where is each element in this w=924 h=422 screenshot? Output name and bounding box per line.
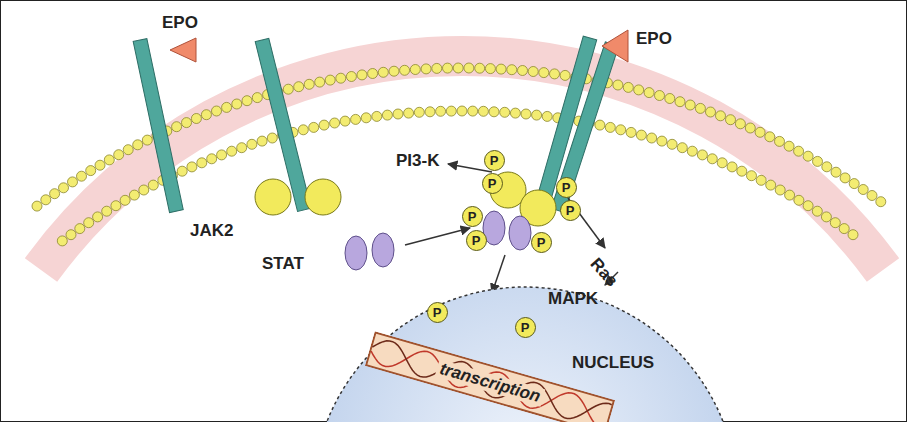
molecule-label: STAT <box>262 255 304 272</box>
phosphate-circle: P <box>531 232 552 253</box>
phosphate-circle: P <box>466 230 487 251</box>
molecule-label: MAPK <box>548 290 598 307</box>
molecule-label: PI3-K <box>396 152 439 169</box>
phosphate-label: P <box>490 154 499 167</box>
phosphate-circle: P <box>482 173 503 194</box>
receptor-right <box>535 30 628 213</box>
phosphate-label: P <box>521 321 530 334</box>
nucleus: NUCLEUSPPtranscription <box>310 285 740 422</box>
epo-ligand <box>602 30 628 62</box>
molecule-label: JAK2 <box>190 222 233 239</box>
phosphate-circle: P <box>427 302 448 323</box>
epo-ligand <box>170 38 196 62</box>
phosphate-circle: P <box>556 177 577 198</box>
molecule-label: Ras <box>587 255 621 290</box>
molecule-label: EPO <box>636 30 672 47</box>
stat <box>509 216 531 250</box>
jak2 <box>255 179 291 215</box>
phosphate-circle: P <box>484 150 505 171</box>
jak2 <box>305 179 341 215</box>
phosphate-label: P <box>472 234 481 247</box>
phosphate-circle: P <box>515 317 536 338</box>
phosphate-label: P <box>566 204 575 217</box>
stat <box>345 236 367 270</box>
stat <box>372 233 394 267</box>
nucleus-label: NUCLEUS <box>572 353 654 373</box>
phosphate-label: P <box>468 210 477 223</box>
phosphate-circle: P <box>462 206 483 227</box>
phosphate-label: P <box>537 236 546 249</box>
molecule-label: EPO <box>162 14 198 31</box>
phosphate-label: P <box>488 177 497 190</box>
phosphate-label: P <box>562 181 571 194</box>
phosphate-circle: P <box>560 200 581 221</box>
phosphate-label: P <box>433 306 442 319</box>
